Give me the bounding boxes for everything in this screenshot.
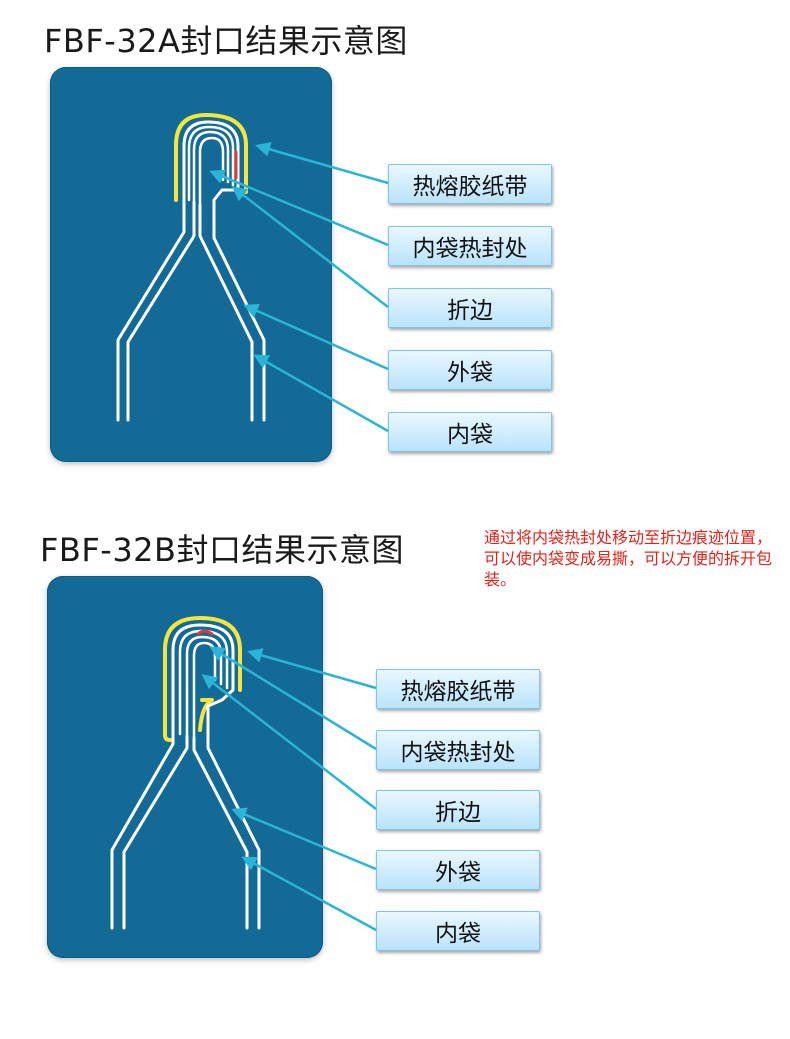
diagram-a-panel xyxy=(50,67,332,462)
diagram-b-tape xyxy=(163,616,242,730)
diagram-a-title: FBF-32A封口结果示意图 xyxy=(44,22,408,60)
diagram-b-seal-mark xyxy=(196,629,214,636)
diagram-b-title: FBF-32B封口结果示意图 xyxy=(40,531,404,569)
diagram-a-label-fold: 折边 xyxy=(388,288,552,328)
diagram-a-tape xyxy=(174,113,248,202)
diagram-a-label-inner-seal: 内袋热封处 xyxy=(388,226,552,266)
diagram-b-label-inner-seal: 内袋热封处 xyxy=(376,730,540,770)
diagram-b-label-fold: 折边 xyxy=(376,790,540,830)
diagram-a-arrows xyxy=(209,142,389,433)
diagram-a-label-outer-bag: 外袋 xyxy=(388,350,552,390)
diagram-b-label-inner-bag: 内袋 xyxy=(376,911,540,951)
diagram-b-label-outer-bag: 外袋 xyxy=(376,850,540,890)
diagram-b-label-tape: 热熔胶纸带 xyxy=(376,669,540,709)
diagram-a-bag xyxy=(116,113,266,422)
note-text: 通过将内袋热封处移动至折边痕迹位置，可以使内袋变成易撕，可以方便的拆开包装。 xyxy=(484,528,773,589)
diagram-b-panel xyxy=(47,576,323,958)
diagram-a-label-inner-bag: 内袋 xyxy=(388,412,552,452)
diagram-a-label-tape: 热熔胶纸带 xyxy=(388,164,552,204)
diagram-b-arrows xyxy=(201,646,377,932)
